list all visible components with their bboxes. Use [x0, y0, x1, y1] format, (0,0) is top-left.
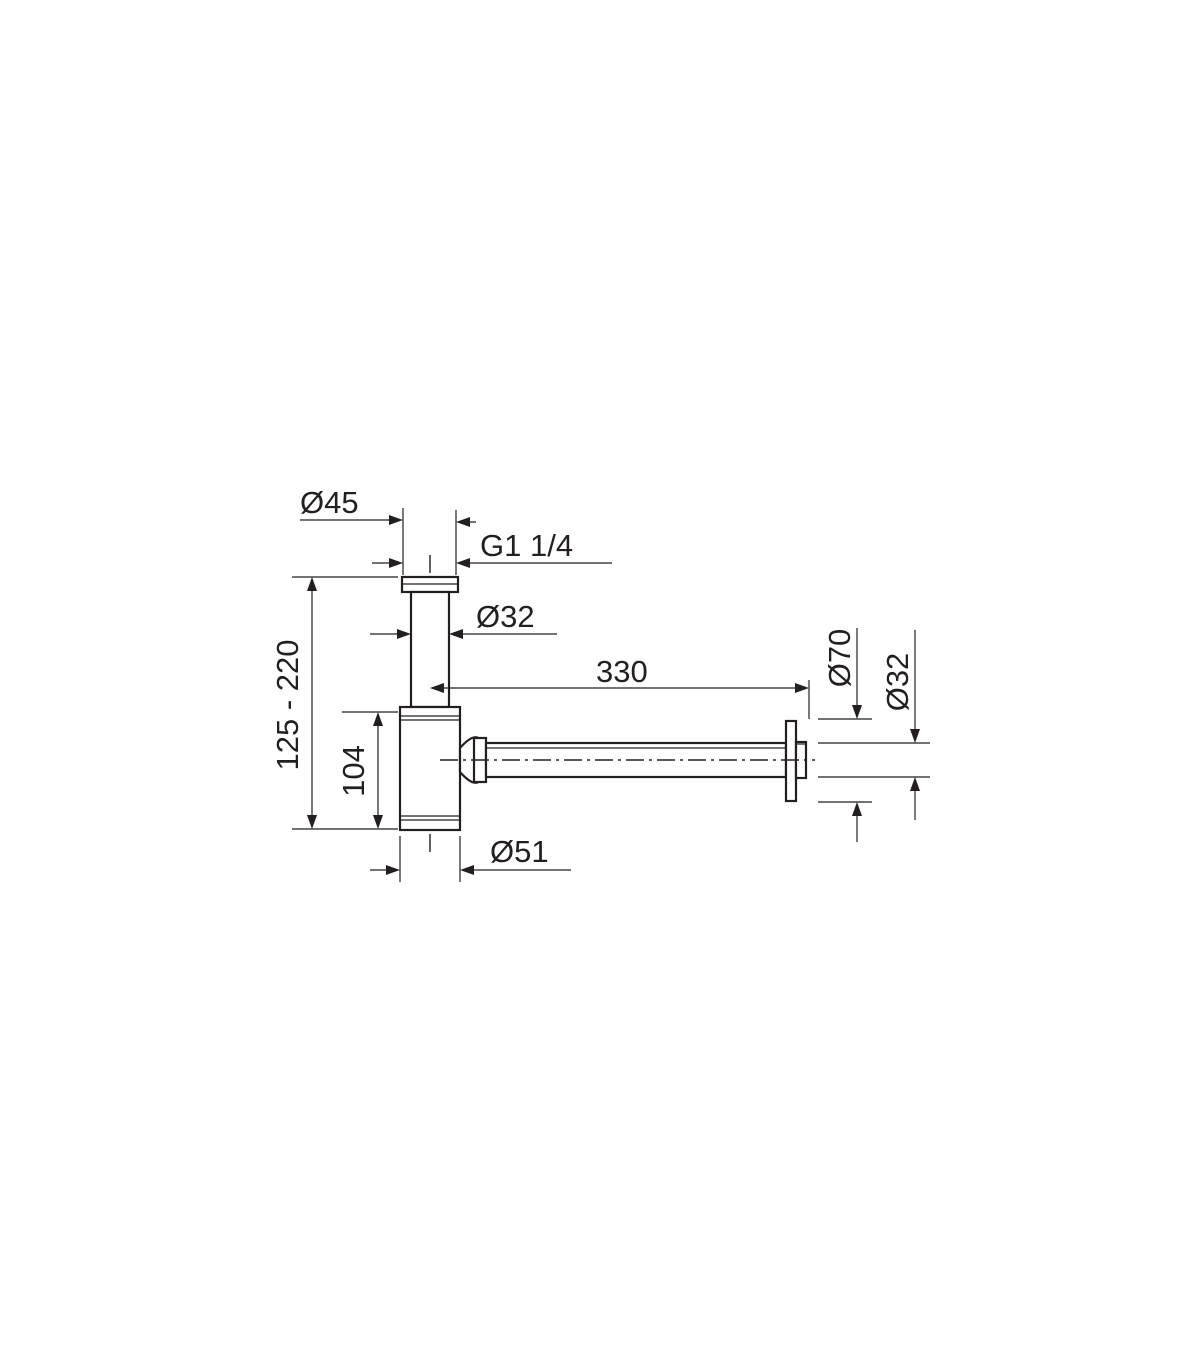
label-height-104: 104 [336, 745, 371, 797]
label-g1-1-4: G1 1/4 [480, 528, 573, 563]
label-d51: Ø51 [490, 834, 549, 869]
label-d45: Ø45 [300, 485, 359, 520]
wall-flange [784, 719, 798, 803]
label-height-range: 125 - 220 [270, 640, 305, 771]
dimension-lines [292, 508, 930, 882]
label-length-330: 330 [596, 654, 648, 689]
trap-geometry [398, 555, 815, 852]
trap-bottle [398, 705, 462, 832]
label-d32-vertical-pipe: Ø32 [476, 599, 535, 634]
label-d70: Ø70 [822, 629, 857, 688]
dimension-labels: Ø45 G1 1/4 Ø32 330 Ø51 125 - 220 104 Ø70… [270, 485, 915, 869]
label-d32-outlet: Ø32 [880, 653, 915, 712]
